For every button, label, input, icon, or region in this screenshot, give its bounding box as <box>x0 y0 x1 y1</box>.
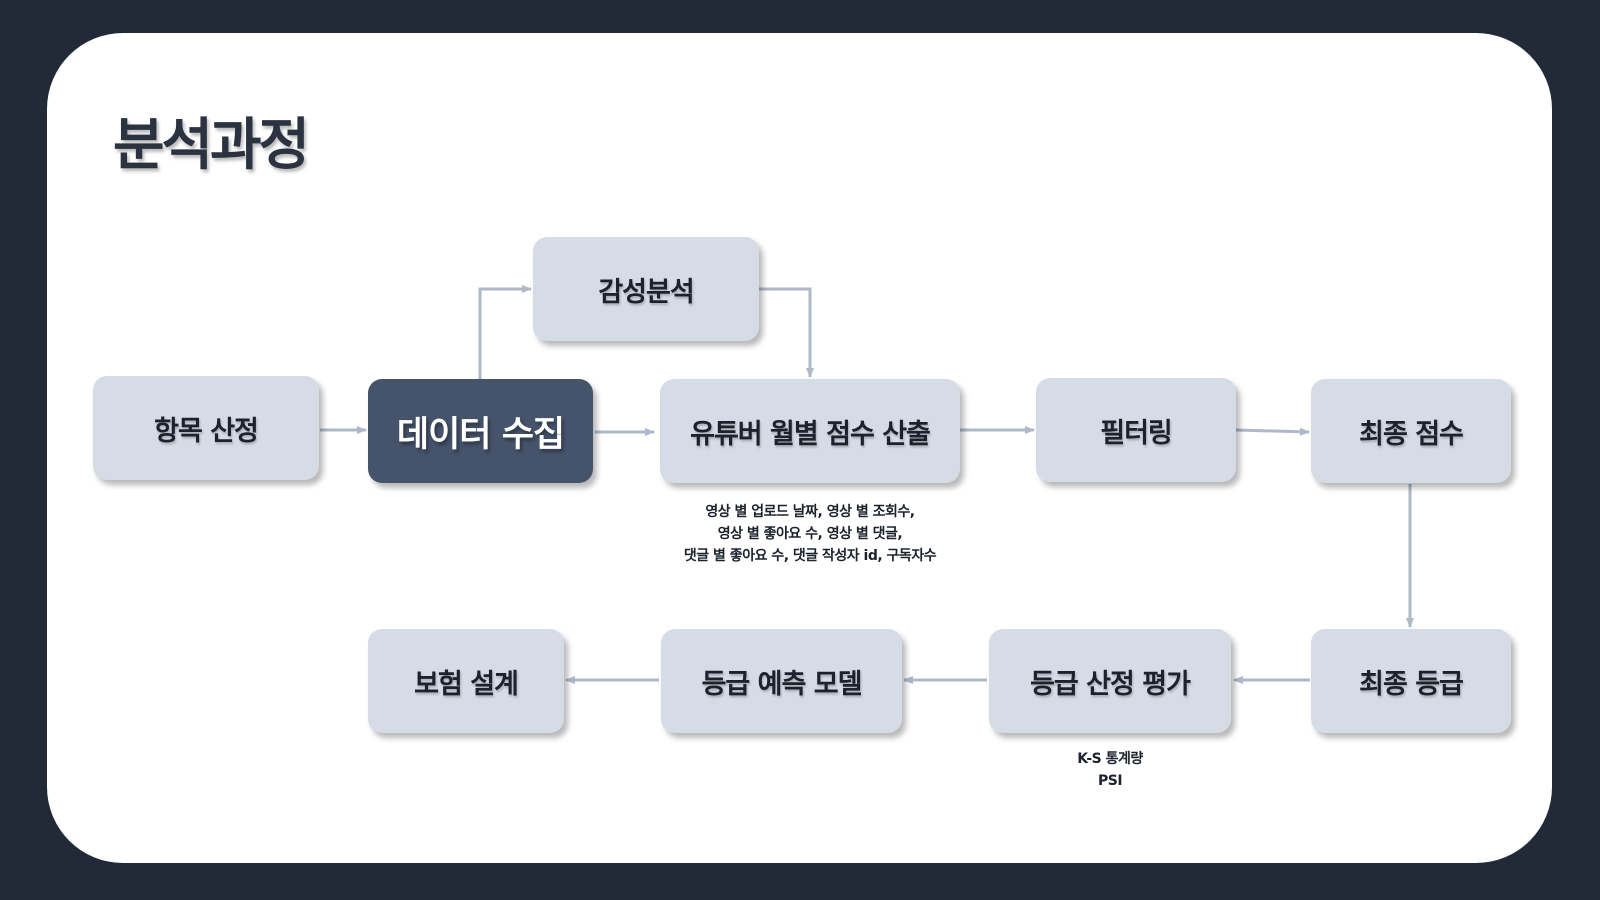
note-line: PSI <box>1097 773 1123 789</box>
node-item-selection: 항목 산정 <box>93 376 319 480</box>
note-line: 영상 별 업로드 날짜, 영상 별 조회수, <box>705 504 915 520</box>
note-line: K-S 통계량 <box>1077 751 1143 767</box>
node-data-collection: 데이터 수집 <box>368 379 593 483</box>
node-grade-evaluation: 등급 산정 평가 <box>989 629 1231 733</box>
node-filtering: 필터링 <box>1036 378 1236 482</box>
note-line: 댓글 별 좋아요 수, 댓글 작성자 id, 구독자수 <box>683 548 937 564</box>
arrow-sentiment-to-score <box>759 287 814 378</box>
node-monthly-score: 유튜버 월별 점수 산출 <box>660 379 960 483</box>
node-grade-prediction: 등급 예측 모델 <box>661 629 902 733</box>
node-insurance-design: 보험 설계 <box>368 629 564 733</box>
note-grade-evaluation: K-S 통계량 PSI <box>989 748 1231 792</box>
node-final-grade: 최종 등급 <box>1311 629 1511 733</box>
note-monthly-score: 영상 별 업로드 날짜, 영상 별 조회수, 영상 별 좋아요 수, 영상 별 … <box>660 501 960 567</box>
slide-title: 분석과정 <box>113 113 310 178</box>
arrow-collection-to-sentiment <box>478 285 532 379</box>
node-final-score: 최종 점수 <box>1311 379 1511 483</box>
arrow-filtering-to-final-score <box>1235 427 1310 436</box>
node-sentiment-analysis: 감성분석 <box>533 237 759 341</box>
note-line: 영상 별 좋아요 수, 영상 별 댓글, <box>717 526 903 542</box>
